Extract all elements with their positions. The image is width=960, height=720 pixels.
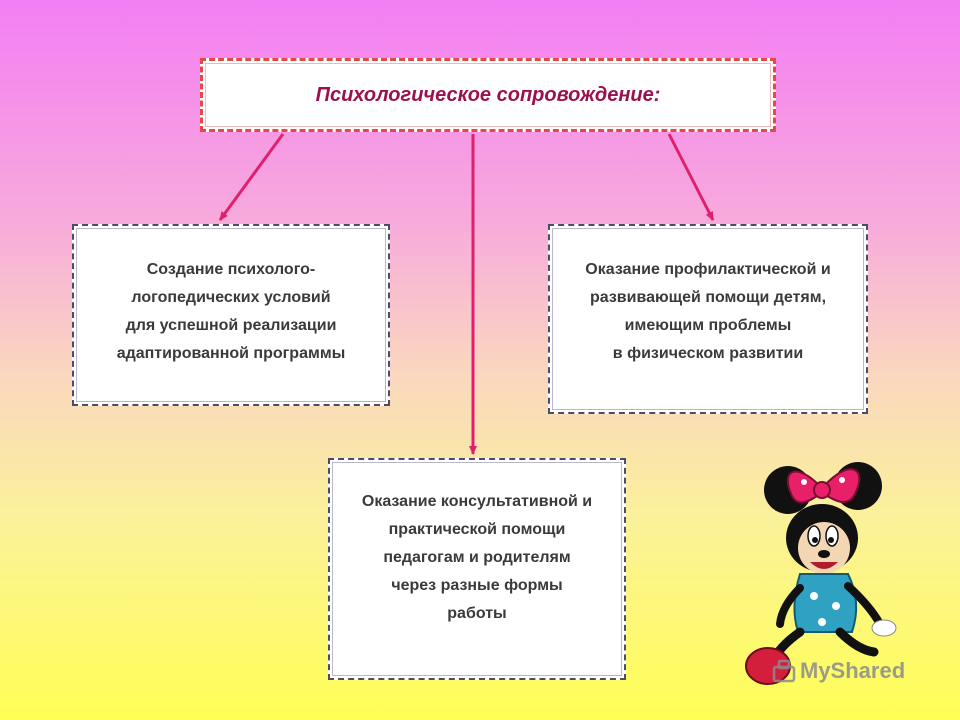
top-box: Психологическое сопровождение: — [200, 58, 776, 132]
arrow-to-right-box — [667, 133, 715, 221]
minnie-mouse-illustration — [745, 462, 897, 685]
watermark: MyShared — [772, 658, 905, 684]
left-box: Создание психолого- логопедических услов… — [72, 224, 390, 406]
arrow-to-left-box — [218, 133, 285, 221]
myshared-logo-icon — [772, 659, 796, 683]
right-box-text: Оказание профилактической и развивающей … — [585, 261, 831, 362]
top-box-label: Психологическое сопровождение: — [315, 83, 661, 106]
bottom-box-text: Оказание консультативной и практической … — [361, 493, 593, 622]
right-box: Оказание профилактической и развивающей … — [548, 224, 868, 414]
bottom-box: Оказание консультативной и практической … — [328, 458, 626, 680]
watermark-text: MyShared — [800, 658, 906, 683]
left-box-text: Создание психолого- логопедических услов… — [116, 261, 346, 362]
